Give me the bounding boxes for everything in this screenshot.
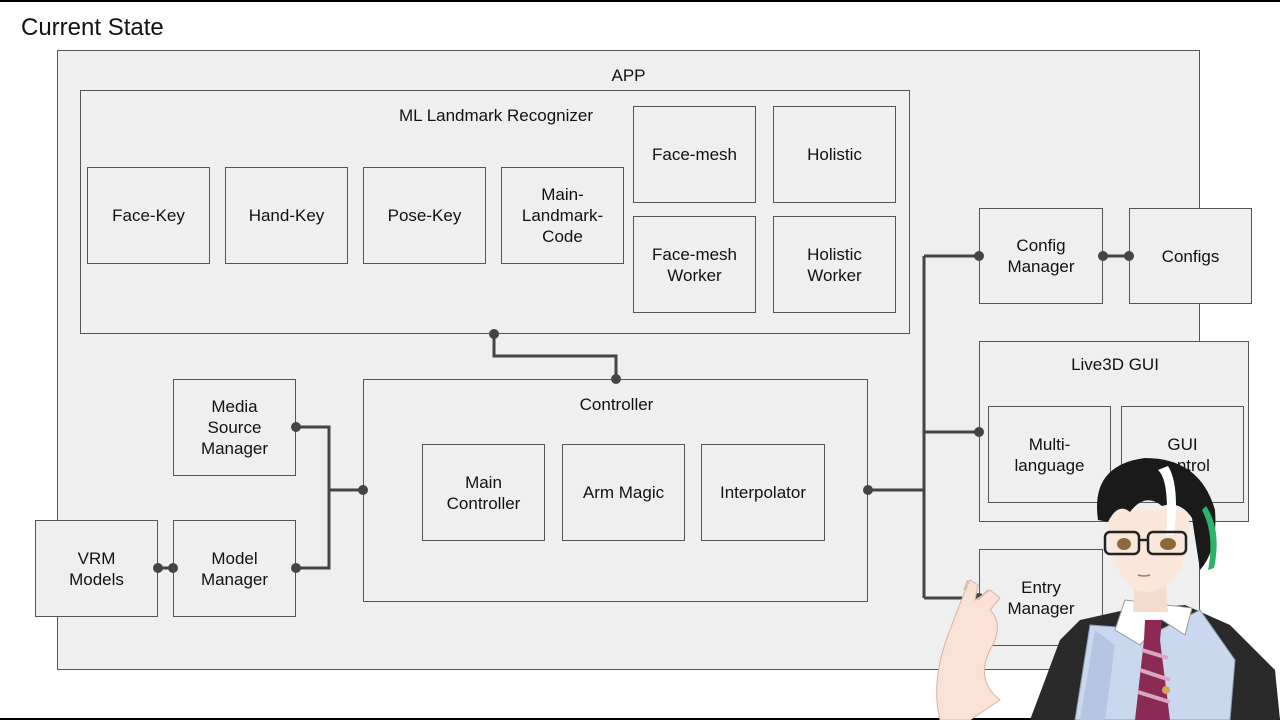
connector-dot	[611, 374, 621, 384]
connector-dot	[863, 485, 873, 495]
live3d-gui-label: Live3D GUI	[1071, 355, 1159, 374]
ml-to-controller-wire	[492, 334, 618, 379]
interpolator-module: Interpolator	[701, 444, 825, 541]
vrm-models: VRM Models	[35, 520, 158, 617]
vtuber-avatar	[936, 458, 1280, 720]
configs: Configs	[1129, 208, 1252, 304]
arm-magic-module: Arm Magic	[562, 444, 685, 541]
slide-title: Current State	[21, 14, 164, 41]
controller-label: Controller	[579, 395, 654, 414]
face-mesh-model: Face-mesh	[633, 106, 756, 203]
holistic-worker: Holistic Worker	[773, 216, 896, 313]
model-manager: Model Manager	[173, 520, 296, 617]
connector-dot	[974, 427, 984, 437]
connector-dot	[168, 563, 178, 573]
multi-language-module: Multi- language	[988, 406, 1111, 503]
main-landmark-code-module: Main- Landmark- Code	[501, 167, 624, 264]
ml-landmark-label: ML Landmark Recognizer	[398, 106, 593, 125]
connector-dot	[1124, 251, 1134, 261]
bottom-frame-line	[0, 718, 1280, 720]
config-manager: Config Manager	[979, 208, 1103, 304]
connector-dot	[291, 563, 301, 573]
media-to-controller-wire	[296, 425, 363, 492]
connector-dot	[358, 485, 368, 495]
model-to-controller-wire	[296, 490, 331, 570]
main-controller-module: Main Controller	[422, 444, 545, 541]
app-label: APP	[611, 66, 646, 85]
face-key-module: Face-Key	[87, 167, 210, 264]
connector-dot	[1098, 251, 1108, 261]
hand-key-module: Hand-Key	[225, 167, 348, 264]
connector-dot	[974, 251, 984, 261]
holistic-model: Holistic	[773, 106, 896, 203]
media-source-manager: Media Source Manager	[173, 379, 296, 476]
connector-dot	[291, 422, 301, 432]
top-frame-line	[0, 0, 1280, 2]
pose-key-module: Pose-Key	[363, 167, 486, 264]
face-mesh-worker: Face-mesh Worker	[633, 216, 756, 313]
connector-dot	[489, 329, 499, 339]
connector-dot	[153, 563, 163, 573]
